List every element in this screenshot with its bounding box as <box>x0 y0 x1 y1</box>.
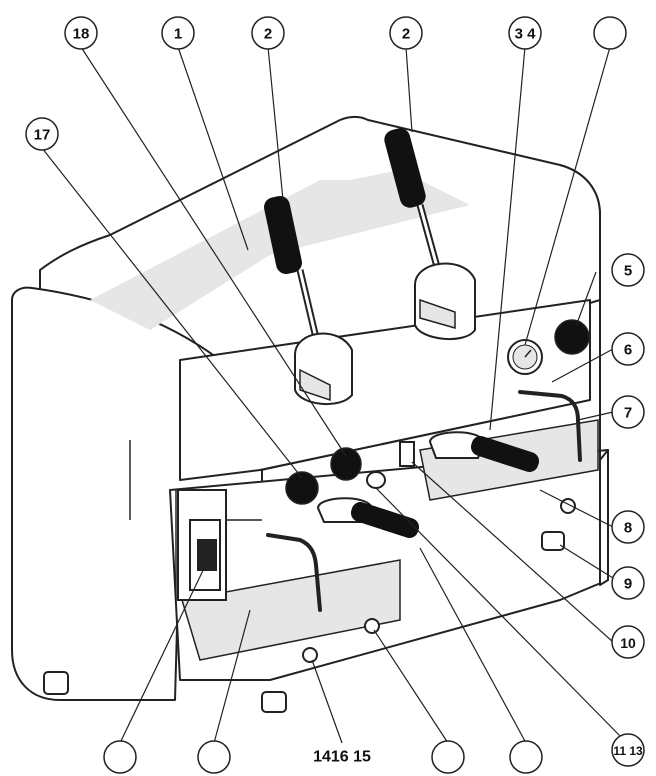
knob-5 <box>554 319 590 355</box>
callout-10-circle <box>611 625 645 659</box>
callout-6-label: 6 <box>624 342 632 359</box>
callout-bottom-4-circle <box>431 740 465 774</box>
callout-2a-circle <box>251 16 285 50</box>
callout-7-label: 7 <box>624 405 632 422</box>
pressure-gauge <box>507 339 543 375</box>
lever-left <box>264 196 353 406</box>
hot-water-outlet <box>366 471 386 489</box>
callout-bottom-5-circle <box>509 740 543 774</box>
valve-14 <box>302 647 318 663</box>
valve-15 <box>364 618 380 634</box>
callout-2a-label: 2 <box>264 26 272 43</box>
leader-lines <box>41 46 625 744</box>
portafilter-left <box>316 497 420 538</box>
steam-wand-left <box>266 533 322 612</box>
callout-3-4-circle <box>508 16 542 50</box>
callout-10-label: 10 <box>620 635 636 651</box>
lever-right-handle <box>384 128 426 208</box>
callout-2b-label: 2 <box>402 26 410 43</box>
knobs <box>285 319 590 505</box>
callout-5-circle <box>611 253 645 287</box>
side-switch-box <box>177 489 227 601</box>
knob-18 <box>330 447 362 481</box>
callout-18-circle <box>64 16 98 50</box>
callout-18-label: 18 <box>73 26 90 43</box>
callout-3-4-label: 3 4 <box>515 26 537 43</box>
callout-9-circle <box>611 566 645 600</box>
callout-14-16-15-label: 1416 15 <box>313 749 371 766</box>
knob-17 <box>285 471 319 505</box>
callout-labels: 18 1 2 2 3 4 17 5 6 7 8 9 10 11 13 1416 … <box>34 26 643 766</box>
callout-2b-circle <box>389 16 423 50</box>
callout-17-circle <box>25 117 59 151</box>
callout-8-label: 8 <box>624 520 632 537</box>
callout-6-circle <box>611 332 645 366</box>
front-valves <box>302 441 576 663</box>
callout-1-label: 1 <box>174 26 182 43</box>
right-side-panel <box>559 164 609 586</box>
lever-right <box>384 128 476 341</box>
callout-11-13-label: 11 13 <box>613 744 643 758</box>
machine-feet <box>43 531 565 713</box>
callout-bottom-2-circle <box>197 740 231 774</box>
callout-1-circle <box>161 16 195 50</box>
callout-top-blank-circle <box>593 16 627 50</box>
callout-17-label: 17 <box>34 127 51 144</box>
callout-circles <box>25 16 645 774</box>
callout-9-label: 9 <box>624 576 632 593</box>
drip-tray-left <box>181 559 401 661</box>
water-dispenser <box>399 441 415 467</box>
callout-8-circle <box>611 510 645 544</box>
callout-bottom-1-circle <box>103 740 137 774</box>
portafilter-right <box>428 431 540 472</box>
callout-7-circle <box>611 395 645 429</box>
callout-11-13-circle <box>611 733 645 767</box>
lever-left-handle <box>264 196 302 274</box>
callout-5-label: 5 <box>624 263 632 280</box>
